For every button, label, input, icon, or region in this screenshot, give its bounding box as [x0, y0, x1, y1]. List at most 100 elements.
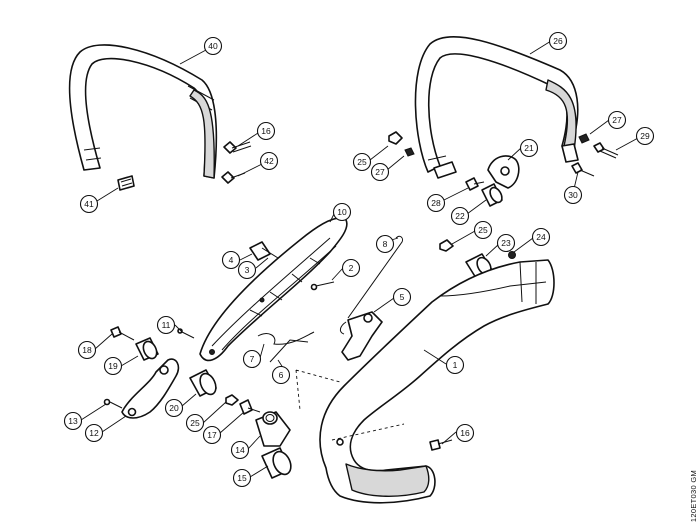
- svg-text:27: 27: [375, 167, 385, 177]
- part-1-rear-handle: [295, 259, 555, 504]
- callout-29: 29: [635, 126, 655, 146]
- callout-22: 22: [450, 206, 470, 226]
- part-11-screw: [177, 328, 195, 339]
- callout-7: 7: [242, 349, 262, 369]
- svg-text:24: 24: [536, 232, 546, 242]
- callout-25: 25: [473, 220, 493, 240]
- part-4-3-pin: [249, 241, 279, 261]
- callout-4: 4: [221, 250, 241, 270]
- svg-text:20: 20: [169, 403, 179, 413]
- callout-1: 1: [445, 355, 465, 375]
- svg-text:3: 3: [245, 265, 250, 275]
- part-22-bushing: [481, 183, 503, 207]
- part-40-handlebar: [68, 44, 218, 179]
- svg-text:5: 5: [400, 292, 405, 302]
- svg-text:40: 40: [208, 41, 218, 51]
- part-42-screw: [221, 171, 246, 184]
- callout-28: 28: [426, 193, 446, 213]
- svg-text:41: 41: [84, 199, 94, 209]
- part-24-nut: [508, 251, 516, 259]
- callout-25: 25: [185, 413, 205, 433]
- callout-2: 2: [341, 258, 361, 278]
- callout-11: 11: [156, 315, 176, 335]
- svg-text:16: 16: [261, 126, 271, 136]
- svg-text:13: 13: [68, 416, 78, 426]
- part-21-bracket: [487, 155, 520, 189]
- svg-text:19: 19: [108, 361, 118, 371]
- part-14-bracket: [255, 411, 291, 447]
- callout-41: 41: [79, 194, 99, 214]
- svg-text:15: 15: [237, 473, 247, 483]
- part-27-nut-b: [578, 133, 590, 144]
- svg-text:2: 2: [349, 263, 354, 273]
- svg-text:29: 29: [640, 131, 650, 141]
- svg-text:16: 16: [460, 428, 470, 438]
- callout-3: 3: [237, 260, 257, 280]
- part-41-bolt: [117, 175, 135, 191]
- svg-text:28: 28: [431, 198, 441, 208]
- part-30-screw: [571, 162, 595, 177]
- svg-text:23: 23: [501, 238, 511, 248]
- svg-text:8: 8: [383, 239, 388, 249]
- svg-text:30: 30: [568, 190, 578, 200]
- callout-24: 24: [531, 227, 551, 247]
- callout-10: 10: [332, 202, 352, 222]
- callout-14: 14: [230, 440, 250, 460]
- callout-40: 40: [203, 36, 223, 56]
- part-16-screw-a: [223, 141, 252, 154]
- part-28-bolt: [465, 177, 485, 191]
- svg-text:42: 42: [264, 156, 274, 166]
- callout-5: 5: [392, 287, 412, 307]
- leader-lines: [80, 40, 639, 478]
- part-20-bushing: [189, 369, 217, 397]
- callout-17: 17: [202, 425, 222, 445]
- callout-27: 27: [607, 110, 627, 130]
- part-16-screw-b: [429, 439, 453, 451]
- part-7-6-spring: [257, 331, 315, 363]
- callout-23: 23: [496, 233, 516, 253]
- callout-6: 6: [271, 365, 291, 385]
- svg-text:7: 7: [250, 354, 255, 364]
- part-27-nut-a: [404, 147, 415, 157]
- part-19-bushing: [135, 337, 159, 361]
- callout-30: 30: [563, 185, 583, 205]
- part-17-bolt: [239, 399, 261, 415]
- part-13-screw: [103, 398, 123, 409]
- svg-text:17: 17: [207, 430, 217, 440]
- part-15-bushing: [261, 447, 292, 479]
- part-25-nut-a: [388, 131, 403, 145]
- svg-text:10: 10: [337, 207, 347, 217]
- callout-26: 26: [548, 31, 568, 51]
- part-25-nut-b: [439, 239, 454, 252]
- svg-text:14: 14: [235, 445, 245, 455]
- svg-text:18: 18: [82, 345, 92, 355]
- callout-21: 21: [519, 138, 539, 158]
- svg-text:25: 25: [190, 418, 200, 428]
- part-26-handlebar: [414, 35, 579, 179]
- part-29-screw: [593, 142, 619, 159]
- svg-text:26: 26: [553, 36, 563, 46]
- part-18-bolt: [110, 326, 135, 341]
- svg-text:12: 12: [89, 428, 99, 438]
- callout-27: 27: [370, 162, 390, 182]
- document-reference-code: 120ET030 GM: [689, 469, 698, 522]
- callout-19: 19: [103, 356, 123, 376]
- callout-16: 16: [455, 423, 475, 443]
- callout-16: 16: [256, 121, 276, 141]
- part-12-bracket: [121, 358, 180, 419]
- svg-text:11: 11: [162, 320, 171, 330]
- svg-text:1: 1: [453, 360, 458, 370]
- svg-text:27: 27: [612, 115, 622, 125]
- svg-text:22: 22: [455, 211, 465, 221]
- svg-text:4: 4: [229, 255, 234, 265]
- part-25-nut-c: [225, 394, 239, 406]
- svg-text:25: 25: [357, 157, 367, 167]
- svg-text:21: 21: [524, 143, 534, 153]
- callout-42: 42: [259, 151, 279, 171]
- part-5-throttle-lever: [341, 311, 383, 361]
- svg-text:6: 6: [279, 370, 284, 380]
- part-10-handle-bracket: [199, 217, 348, 362]
- svg-text:25: 25: [478, 225, 488, 235]
